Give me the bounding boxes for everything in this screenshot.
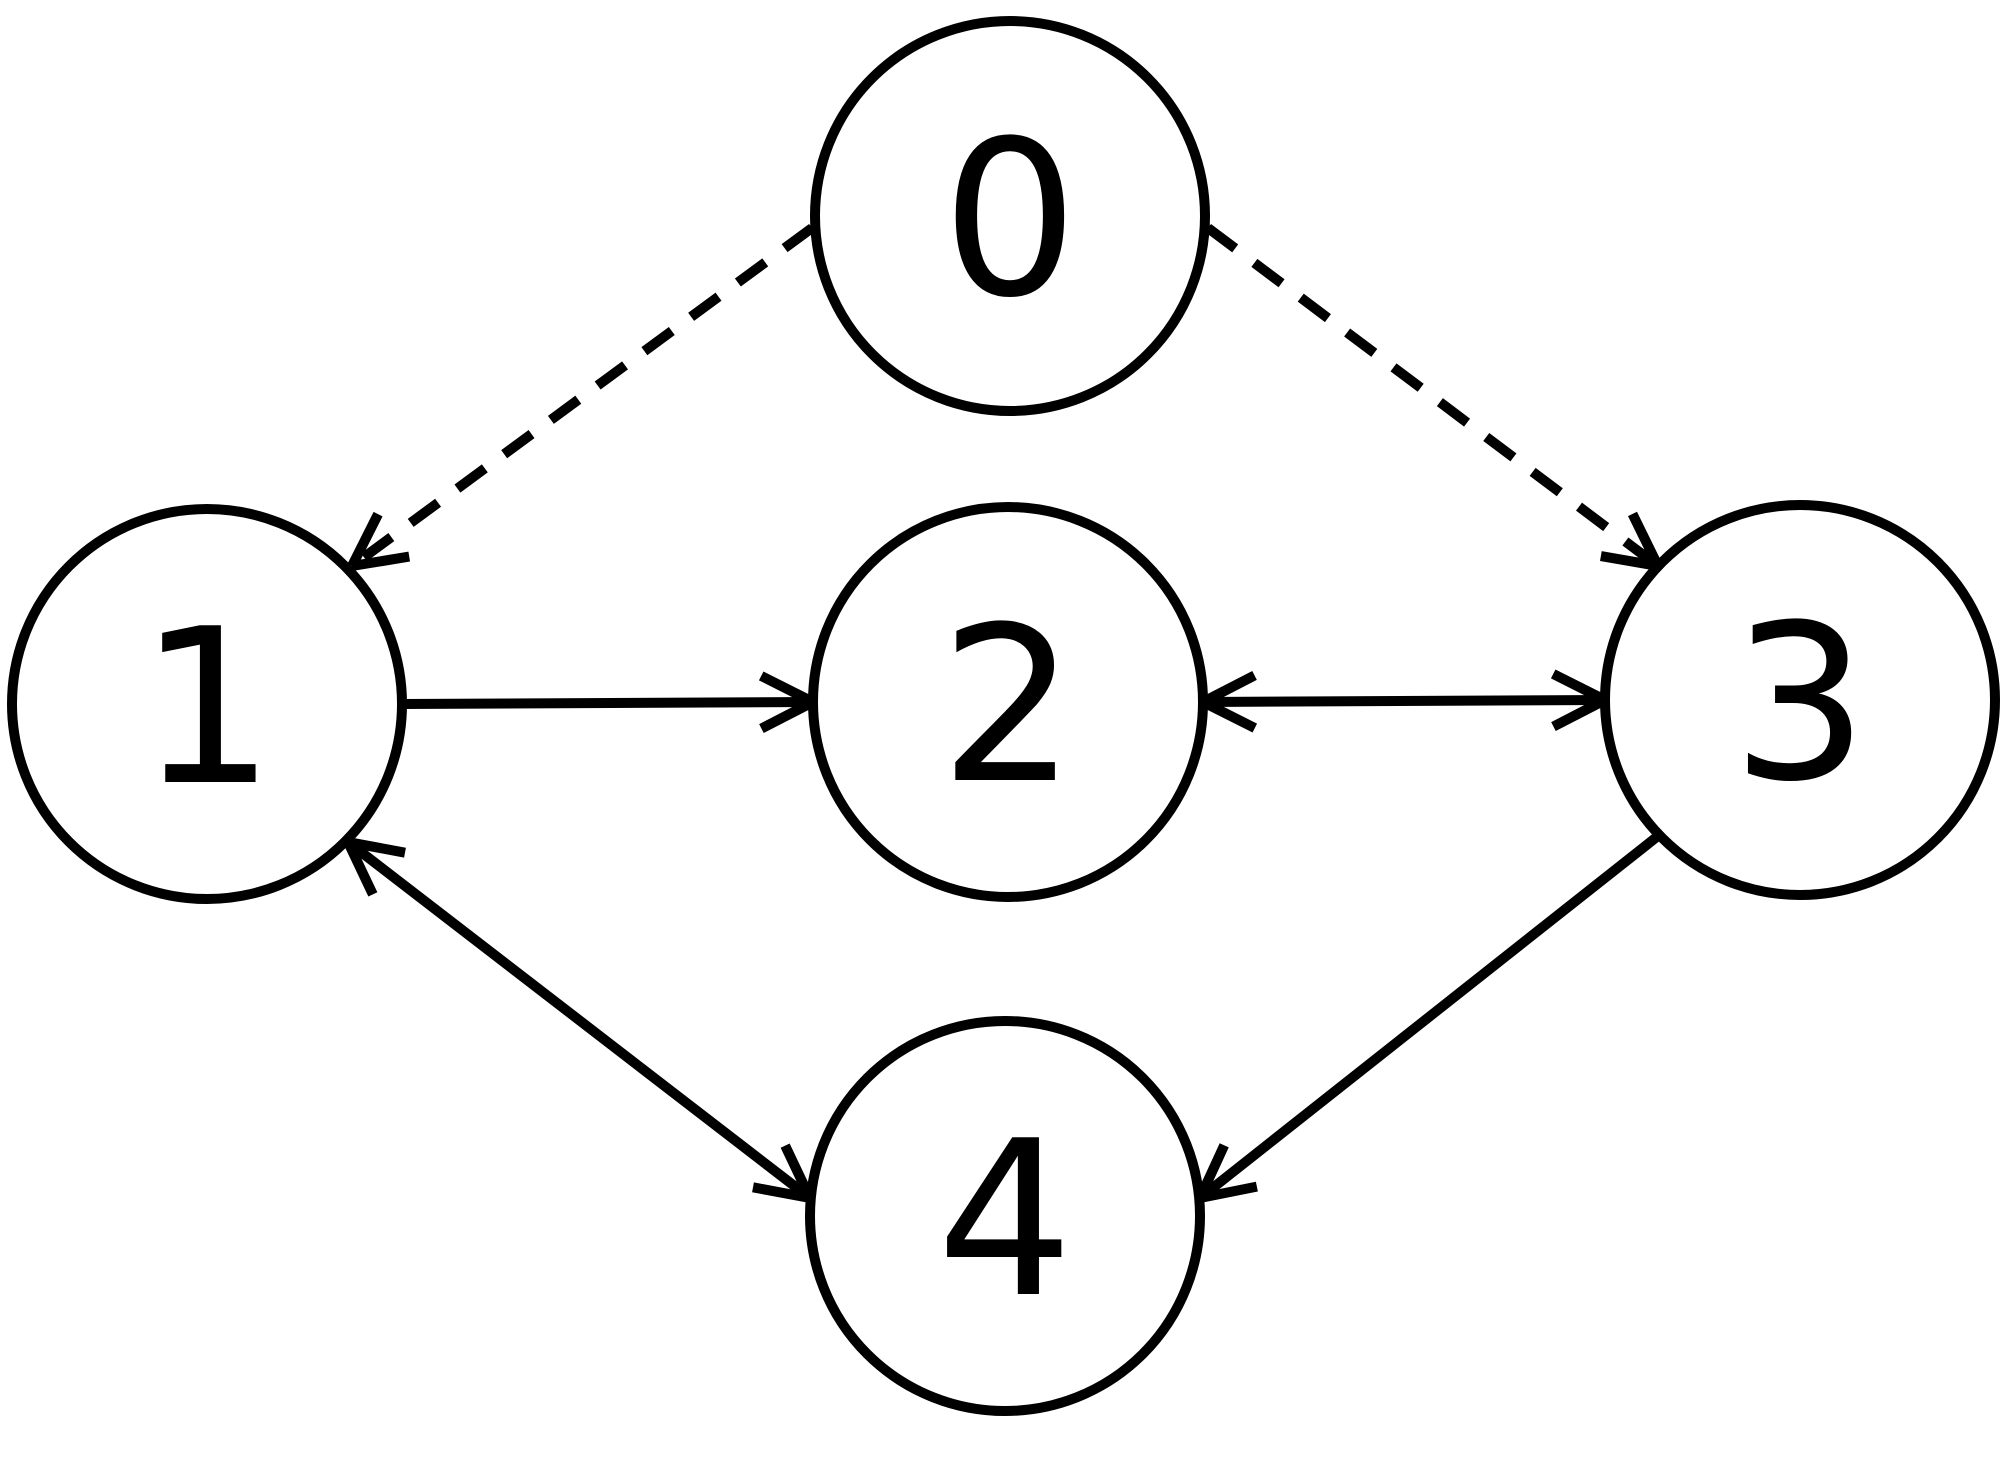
- node-label-3: 3: [1732, 578, 1869, 829]
- arrowhead-into-node-4-barb-1: [780, 1143, 815, 1201]
- nodes-layer: 0 1 2 3 4: [7, 16, 2000, 1416]
- arrowhead-into-node-4-barb-2: [752, 1182, 811, 1203]
- edge-1-4: [344, 838, 814, 1202]
- arrowhead-into-node-2-barb-1: [1200, 697, 1258, 733]
- arrowhead-into-node-2-barb-2: [759, 697, 816, 734]
- node-circle-2: [808, 502, 1208, 902]
- arrowhead-into-node-4-barb-2: [1195, 1143, 1229, 1201]
- node-label-0: 0: [942, 94, 1079, 345]
- arrowhead-into-node-1-barb-2: [347, 511, 383, 569]
- node-circle-4: [805, 1016, 1205, 1416]
- arrowhead-into-node-1-barb-1: [351, 551, 411, 571]
- edges-layer: [343, 223, 1663, 1203]
- edge-2-3: [1202, 695, 1606, 707]
- node-circle-3: [1600, 500, 2000, 900]
- arrowhead-into-node-3-barb-2: [1551, 695, 1608, 732]
- arrowhead-into-node-3-barb-1: [1628, 511, 1663, 569]
- arrowhead-into-node-3-barb-1: [1550, 669, 1608, 705]
- edge-0-1: [349, 223, 815, 571]
- arrowhead-into-node-1-barb-1: [343, 839, 378, 897]
- node-label-2: 2: [940, 580, 1077, 831]
- edge-0-3: [1204, 224, 1662, 570]
- arrowhead-into-node-2-barb-1: [758, 671, 816, 707]
- arrowhead-into-node-2-barb-2: [1200, 670, 1257, 707]
- edge-1-2: [401, 697, 814, 709]
- node-circle-0: [810, 16, 1210, 416]
- arrowhead-into-node-4-barb-1: [1199, 1181, 1258, 1203]
- node-label-1: 1: [139, 582, 276, 833]
- node-label-4: 4: [937, 1094, 1074, 1345]
- arrowhead-into-node-3-barb-2: [1600, 551, 1659, 571]
- node-circle-1: [7, 504, 407, 904]
- edge-3-4: [1196, 832, 1662, 1202]
- arrowhead-into-node-1-barb-2: [347, 837, 406, 858]
